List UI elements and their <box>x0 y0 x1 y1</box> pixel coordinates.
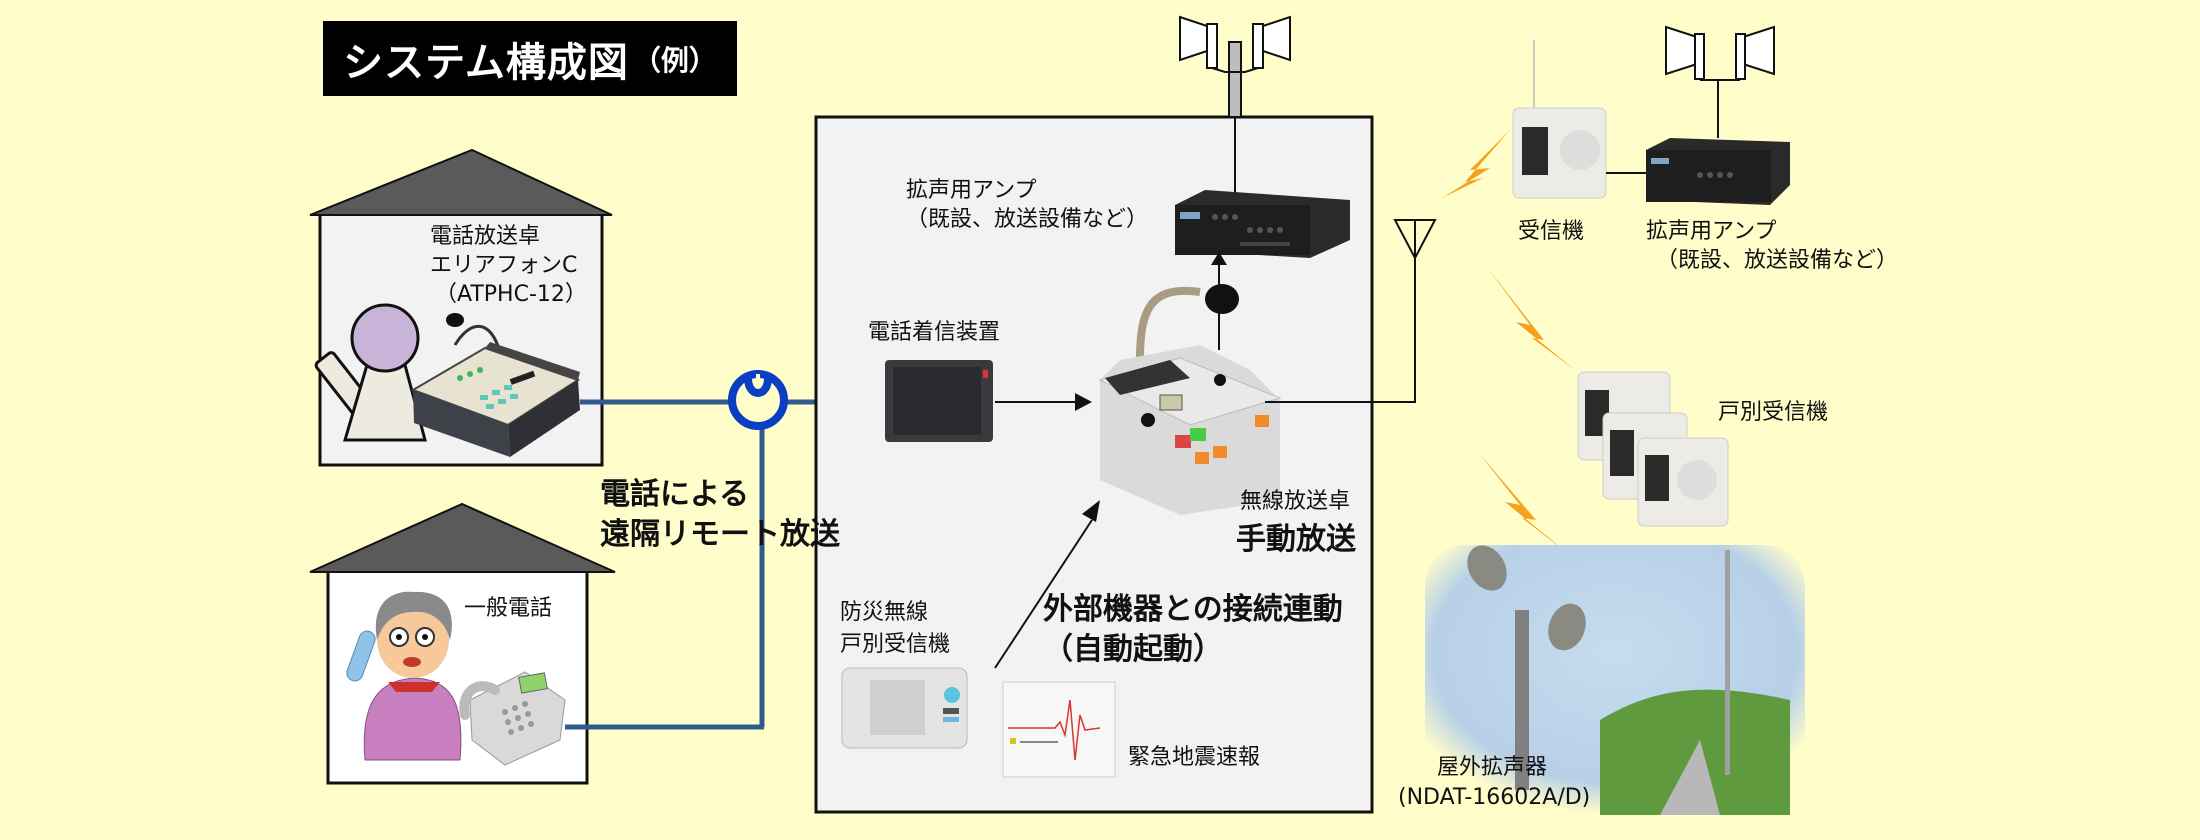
wireless-console-icon <box>1098 284 1282 515</box>
arrow-external-to-console <box>994 500 1100 669</box>
lightning-icon <box>1478 452 1570 555</box>
antenna-icon <box>1393 219 1437 261</box>
household-receiver-label: 戸別受信機 <box>1718 400 1829 425</box>
operator-person-icon <box>314 303 427 442</box>
phone-receiver-device-icon <box>885 360 993 442</box>
broadcast-desk-model: （ATPHC-12） <box>435 282 587 307</box>
console-to-antenna-line <box>1265 240 1416 403</box>
earthquake-warning-device-icon <box>1002 681 1116 778</box>
lightning-icon <box>1442 130 1510 198</box>
disaster-radio-icon <box>841 667 968 749</box>
outdoor-speaker-label: 屋外拡声器 <box>1437 755 1548 780</box>
lightning-icon <box>1486 266 1575 370</box>
receiver-icon <box>1512 40 1607 199</box>
phone-receiver-label: 電話着信装置 <box>868 320 1001 345</box>
household-receivers-icon <box>1577 371 1729 527</box>
amplifier-right-icon <box>1646 138 1790 205</box>
broadcast-desk-device-icon <box>410 313 581 457</box>
remote-broadcast-caption-line1: 電話による <box>600 477 750 512</box>
desk-phone-icon <box>459 671 566 766</box>
center-amp-label: 拡声用アンプ <box>906 178 1037 203</box>
title-sub: （例） <box>632 43 717 77</box>
disaster-radio-label-line2: 戸別受信機 <box>840 632 951 657</box>
external-link-caption-line2: （自動起動） <box>1043 632 1223 667</box>
lightning-bolts <box>1442 130 1575 555</box>
house-roof <box>309 148 613 216</box>
diagram-title: システム構成図 （例） <box>323 21 737 96</box>
receiver-label: 受信機 <box>1518 219 1585 244</box>
title-main: システム構成図 <box>343 39 629 86</box>
general-phone-label: 一般電話 <box>464 596 553 621</box>
speaker-tower-icon <box>1179 15 1291 118</box>
eew-label: 緊急地震速報 <box>1128 745 1261 770</box>
console-mode-label: 手動放送 <box>1236 522 1356 557</box>
amplifier-center-icon <box>1175 190 1350 258</box>
broadcast-desk-name: エリアフォンC <box>430 253 578 278</box>
speaker-right-icon <box>1665 25 1775 81</box>
house-phone <box>309 502 616 785</box>
disaster-radio-label-line1: 防災無線 <box>840 600 929 625</box>
right-amp-label: 拡声用アンプ <box>1646 219 1777 244</box>
ntt-logo-icon <box>728 370 788 430</box>
arrow-to-console <box>995 393 1092 411</box>
grandmother-on-phone-icon <box>346 591 462 761</box>
remote-broadcast-caption-line2: 遠隔リモート放送 <box>600 517 840 552</box>
outdoor-speaker-photo <box>1425 545 1805 815</box>
house-roof <box>309 502 616 573</box>
broadcast-desk-label: 電話放送卓 <box>430 224 541 249</box>
right-amp-sublabel: （既設、放送設備など） <box>1656 248 1899 273</box>
external-link-caption-line1: 外部機器との接続連動 <box>1043 592 1343 627</box>
outdoor-speaker-model: (NDAT-16602A/D) <box>1398 785 1591 810</box>
console-label: 無線放送卓 <box>1240 489 1351 514</box>
center-amp-sublabel: （既設、放送設備など） <box>906 207 1149 232</box>
